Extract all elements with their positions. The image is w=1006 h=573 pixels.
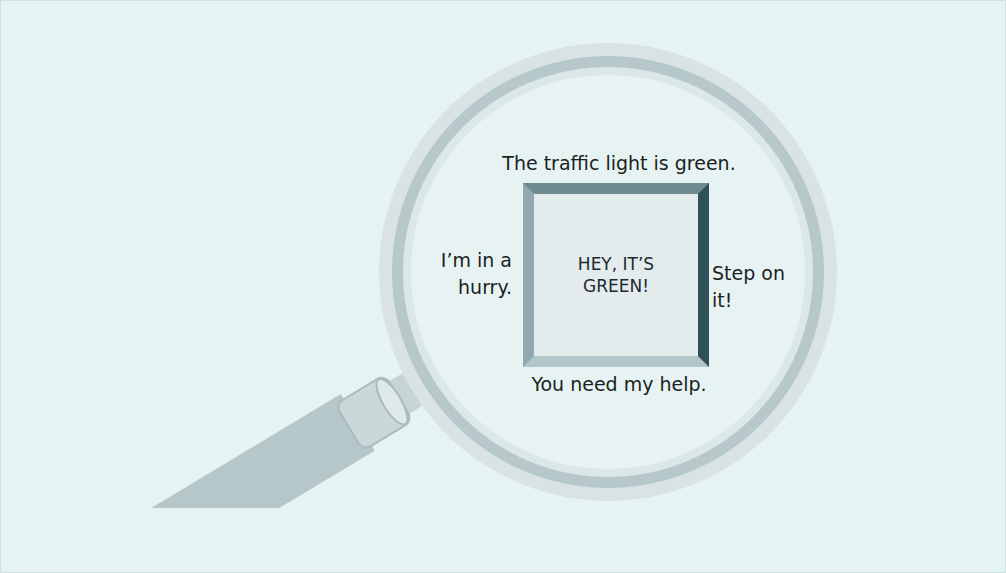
- message-side-label: Step on it!: [712, 260, 802, 313]
- message-text: HEY, IT’S GREEN!: [556, 253, 676, 297]
- handle-bar: [111, 394, 375, 508]
- lens-ring: [392, 56, 824, 488]
- lens-outer-rim: [379, 43, 837, 501]
- message-side-label: I’m in a hurry.: [410, 247, 512, 300]
- message-side-label: You need my help.: [469, 371, 769, 398]
- message-side-label: The traffic light is green.: [469, 150, 769, 177]
- ferrule-rim: [371, 375, 413, 429]
- lens-glass: [411, 75, 805, 469]
- lens-inner-rim: [403, 67, 813, 477]
- handle-ferrule: [335, 375, 413, 451]
- message-box: HEY, IT’S GREEN!: [523, 183, 709, 367]
